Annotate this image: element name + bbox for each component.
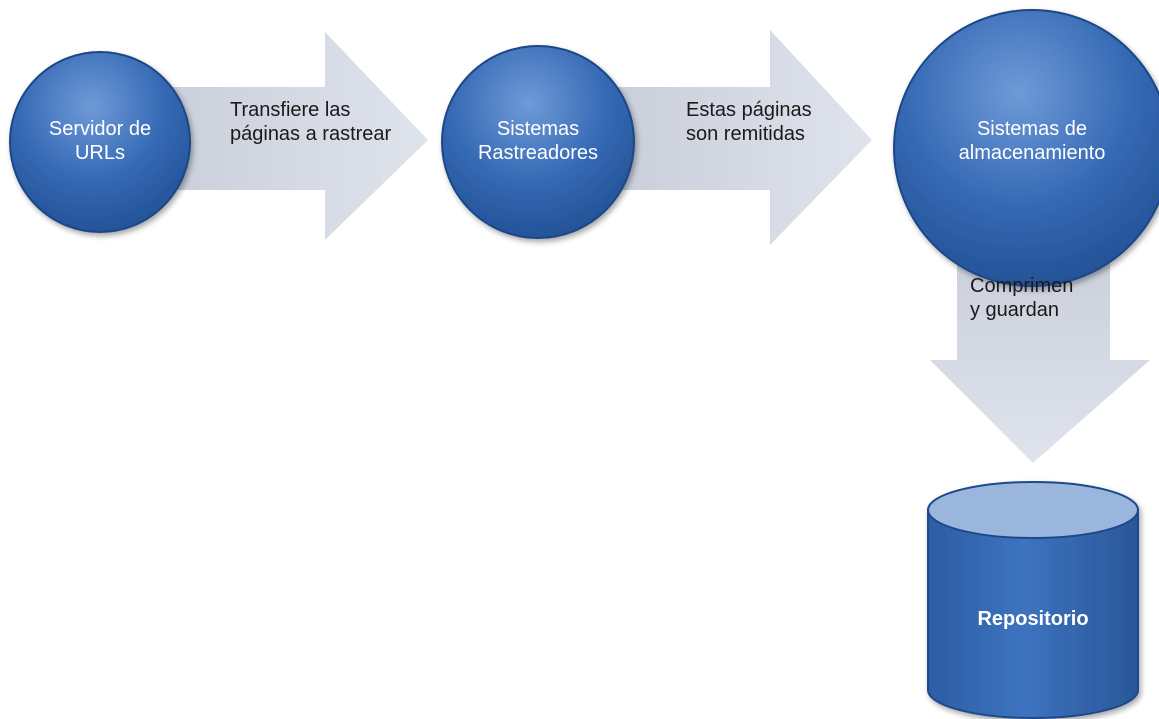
node-almacenamiento-label: Sistemas de almacenamiento bbox=[958, 118, 1106, 164]
node-servidor-label: Servidor de URLs bbox=[48, 118, 152, 164]
node-rastreadores-label: Sistemas Rastreadores bbox=[477, 118, 599, 164]
node-servidor-circle bbox=[9, 51, 191, 233]
arrow-remitidas bbox=[610, 30, 872, 245]
repositorio-cylinder bbox=[927, 481, 1139, 719]
repositorio-label: Repositorio bbox=[977, 608, 1089, 630]
arrow-transfiere-label: Transfiere las páginas a rastrear bbox=[230, 99, 392, 145]
arrow-comprimen bbox=[930, 240, 1150, 463]
arrow-transfiere bbox=[155, 32, 428, 240]
node-almacenamiento-circle bbox=[893, 9, 1159, 287]
arrow-remitidas-label: Estas páginas son remitidas bbox=[686, 99, 812, 145]
arrow-comprimen-label: Comprimen y guardan bbox=[970, 275, 1074, 321]
node-rastreadores-circle bbox=[441, 45, 635, 239]
